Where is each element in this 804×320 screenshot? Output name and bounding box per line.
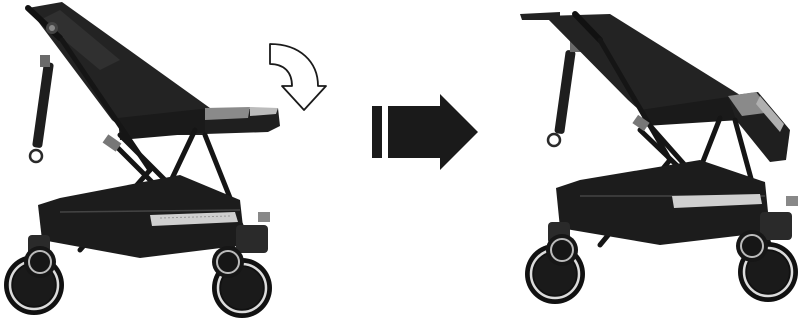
basket (556, 160, 770, 245)
right-arrow-icon (372, 94, 478, 170)
stroller-after (520, 12, 798, 304)
footrest (205, 107, 280, 134)
wheel-front-right (525, 222, 585, 304)
wheel-front-left (4, 235, 64, 315)
wrist-strap (30, 55, 54, 162)
wrist-strap (548, 38, 582, 146)
curved-down-arrow-icon (270, 44, 326, 110)
basket (38, 175, 245, 258)
stroller-before (4, 2, 326, 318)
